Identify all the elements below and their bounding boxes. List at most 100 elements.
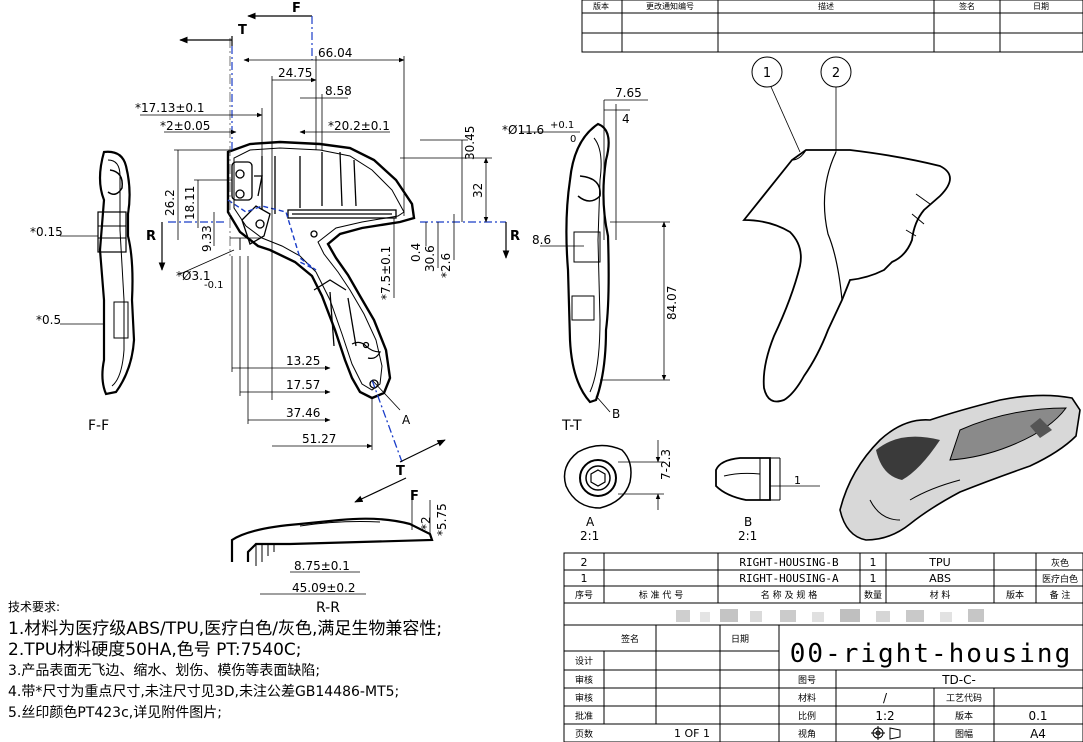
- dim-30-6: 30.6: [423, 245, 437, 272]
- cut-label-f-top: F: [292, 1, 301, 16]
- dim-37-46: 37.46: [286, 406, 320, 420]
- dim-17-13: *17.13±0.1: [135, 101, 205, 115]
- tb-row-approve: 批准: [575, 710, 593, 722]
- tb-sign-header: 签名: [621, 633, 639, 645]
- dim-17-57: 17.57: [286, 378, 320, 392]
- tb-sheet: A4: [1030, 727, 1046, 741]
- section-line-bottom: [354, 379, 446, 503]
- dim-7-5: *7.5±0.1: [379, 246, 393, 300]
- tb-version: 0.1: [1028, 709, 1047, 723]
- tb-drawing-no: TD-C-: [941, 673, 976, 687]
- tech-req-line-1: 1.材料为医疗级ABS/TPU,医疗白色/灰色,满足生物兼容性;: [8, 619, 443, 639]
- bom-row-2-no: 2: [581, 556, 588, 569]
- tb-label-version: 版本: [955, 710, 973, 722]
- view-tt: [520, 99, 670, 404]
- tb-label-sheet: 图幅: [955, 728, 973, 740]
- bom-header-material: 材 料: [930, 589, 951, 601]
- balloon-1-label: 1: [763, 66, 771, 81]
- dim-24-75: 24.75: [278, 66, 312, 80]
- rev-header-desc: 描述: [818, 1, 834, 11]
- tb-pages-value: 1 OF 1: [674, 727, 710, 740]
- tb-scale: 1:2: [875, 709, 894, 723]
- bom-row-2-name: RIGHT-HOUSING-B: [739, 556, 839, 569]
- revision-table: [581, 0, 1083, 53]
- detail-b-label: B: [744, 515, 752, 529]
- dim-30-45: 30.45: [463, 126, 477, 160]
- detail-a-callout: A: [402, 413, 411, 427]
- bom-row-2-remark: 灰色: [1051, 557, 1069, 569]
- dim-5-75: *5.75: [435, 503, 449, 536]
- tb-part-name: 00-right-housing: [790, 639, 1072, 669]
- dim-phi-3-1-tol: -0.1: [204, 280, 224, 291]
- tb-row-review-1: 审核: [575, 674, 593, 686]
- detail-b-scale: 2:1: [738, 529, 757, 543]
- tb-material: /: [883, 691, 888, 705]
- balloon-2: 2: [820, 56, 852, 88]
- bom-row-2-qty: 1: [870, 556, 877, 569]
- dim-9-33: 9.33: [200, 225, 214, 252]
- bom-header-name: 名 称 及 规 格: [761, 589, 817, 601]
- detail-b-callout: B: [612, 407, 620, 421]
- bom-header-no: 序号: [575, 589, 593, 601]
- view-label-rr: R-R: [316, 600, 340, 616]
- dim-7-65: 7.65: [615, 86, 642, 100]
- dim-0-15: *0.15: [30, 225, 63, 239]
- detail-a-view: [563, 440, 664, 510]
- dim-phi-11-6-tol-low: 0: [570, 134, 576, 145]
- bom-row-1-name: RIGHT-HOUSING-A: [739, 572, 839, 585]
- main-side-view: [226, 38, 416, 400]
- rev-header-sign: 签名: [959, 1, 975, 11]
- tb-label-process-code: 工艺代码: [946, 693, 982, 704]
- bom-header-qty: 数量: [864, 589, 882, 601]
- dim-8-6: 8.6: [532, 233, 551, 247]
- bom-header-ver: 版本: [1006, 589, 1024, 601]
- balloon-2-label: 2: [832, 66, 840, 81]
- bom-row-1-qty: 1: [870, 572, 877, 585]
- dim-84-07: 84.07: [665, 286, 679, 320]
- tech-req-line-2: 2.TPU材料硬度50HA,色号 PT:7540C;: [8, 640, 302, 660]
- redacted-strip: [676, 609, 984, 622]
- bom-row-2-material: TPU: [928, 556, 950, 569]
- tb-row-design: 设计: [575, 655, 593, 667]
- dim-45-09: 45.09±0.2: [292, 581, 356, 595]
- dim-2-005: *2±0.05: [160, 119, 210, 133]
- tech-req-line-3: 3.产品表面无飞边、缩水、划伤、模伤等表面缺陷;: [8, 663, 321, 679]
- tb-date-header: 日期: [731, 634, 749, 645]
- dim-13-25: 13.25: [286, 354, 320, 368]
- bom-row-1-material: ABS: [929, 572, 951, 585]
- dim-0-4: 0.4: [409, 243, 423, 262]
- tech-req-line-4: 4.带*尺寸为重点尺寸,未注尺寸见3D,未注公差GB14486-MT5;: [8, 684, 400, 700]
- dim-18-11: 18.11: [183, 186, 197, 220]
- dim-66-04: 66.04: [318, 46, 352, 60]
- dim-phi-11-6-tol-up: +0.1: [550, 120, 574, 131]
- balloon-1: 1: [751, 56, 783, 88]
- rev-header-ecn: 更改通知编号: [646, 1, 694, 11]
- cut-label-r-right: R: [510, 229, 520, 244]
- dim-32: 32: [471, 183, 485, 198]
- dim-phi-11-6: *Ø11.6: [502, 123, 544, 137]
- iso-outline-view: [742, 79, 951, 403]
- main-dimension-lines: [140, 56, 492, 450]
- bom-header-std: 标 准 代 号: [639, 589, 684, 601]
- dim-20-2: *20.2±0.1: [328, 119, 390, 133]
- rev-header-version: 版本: [593, 1, 609, 11]
- tb-row-review-2: 审核: [575, 692, 593, 704]
- rev-header-date: 日期: [1033, 2, 1049, 11]
- cut-label-t-top: T: [238, 23, 247, 38]
- technical-requirements: 技术要求: 1.材料为医疗级ABS/TPU,医疗白色/灰色,满足生物兼容性; 2…: [8, 598, 568, 724]
- dim-8-75: 8.75±0.1: [294, 559, 350, 573]
- dim-rr-2: *2: [419, 516, 433, 530]
- bom-row-1-no: 1: [581, 572, 588, 585]
- dim-1: 1: [794, 474, 801, 487]
- tb-label-drawing-no: 图号: [798, 675, 816, 686]
- view-label-ff: F-F: [88, 418, 109, 434]
- dim-7-2-3: 7-2.3: [659, 449, 673, 480]
- view-label-tt: T-T: [561, 418, 582, 434]
- detail-a-label: A: [586, 515, 595, 529]
- dim-8-58: 8.58: [325, 84, 352, 98]
- detail-b-view: [715, 457, 820, 501]
- detail-a-scale: 2:1: [580, 529, 599, 543]
- cut-label-f-bottom: F: [410, 489, 419, 504]
